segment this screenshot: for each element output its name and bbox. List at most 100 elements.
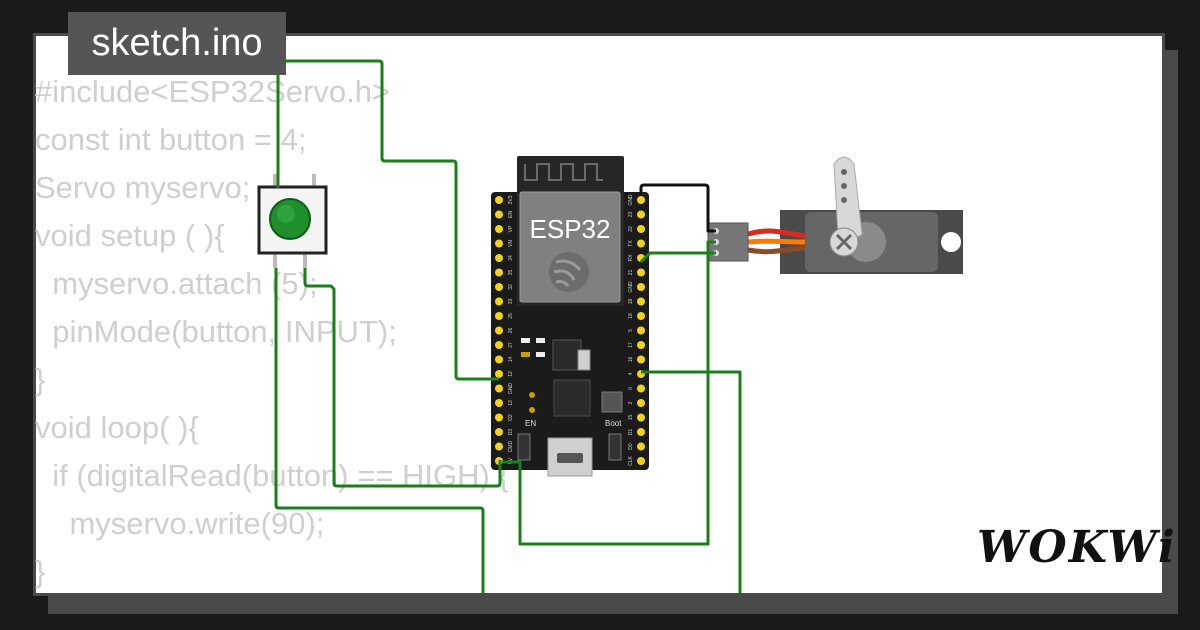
right-pin[interactable] <box>637 268 645 277</box>
right-pin[interactable] <box>637 442 645 451</box>
right-pin-label: 16 <box>628 357 634 363</box>
right-pin[interactable] <box>637 297 645 306</box>
left-pin[interactable] <box>495 355 503 364</box>
servo-horn[interactable] <box>833 156 863 240</box>
right-pin[interactable] <box>637 239 645 248</box>
code-line: Servo myservo; <box>35 170 251 205</box>
code-line: if (digitalRead(button) == HIGH) { <box>35 458 509 493</box>
espressif-logo-icon <box>549 252 589 292</box>
code-preview: #include<ESP32Servo.h>const int button =… <box>35 68 509 596</box>
wire-gnd[interactable] <box>639 183 716 233</box>
left-pin-label: VN <box>508 240 514 247</box>
right-pin-label: 15 <box>628 415 634 421</box>
module-label: ESP32 <box>530 214 611 244</box>
left-pin-label: 13 <box>508 400 514 406</box>
right-pin[interactable] <box>637 341 645 349</box>
left-pin[interactable] <box>495 384 503 393</box>
module-shield <box>519 191 621 303</box>
left-pin[interactable] <box>495 326 503 335</box>
code-line: } <box>35 362 46 397</box>
right-pin[interactable] <box>637 326 645 335</box>
antenna-trace <box>524 163 603 181</box>
left-pin-label: 25 <box>508 313 514 319</box>
left-pin-label: 12 <box>508 371 514 377</box>
left-pin-label: VP <box>508 225 514 232</box>
boot-label: Boot <box>605 419 622 428</box>
wire-button-gpio[interactable] <box>303 268 502 488</box>
left-pin[interactable] <box>495 268 503 277</box>
left-pin[interactable] <box>495 225 503 233</box>
left-pin[interactable] <box>495 196 503 204</box>
code-line: void setup ( ){ <box>35 218 225 253</box>
right-pin[interactable] <box>637 413 645 422</box>
left-pin-label: CMD <box>508 440 514 452</box>
left-pin[interactable] <box>495 442 503 451</box>
right-pin-label: RX <box>628 254 634 262</box>
right-pin-label: GND <box>628 281 634 293</box>
left-pin[interactable] <box>495 341 503 349</box>
wire-button-pulldown[interactable] <box>274 268 485 600</box>
left-pin[interactable] <box>495 370 503 378</box>
left-pin-label: GND <box>508 383 514 395</box>
right-pin[interactable] <box>637 457 645 465</box>
wire-signal[interactable] <box>639 251 716 264</box>
en-label: EN <box>525 419 536 428</box>
code-line: pinMode(button, INPUT); <box>35 314 397 349</box>
right-pin[interactable] <box>637 225 645 233</box>
code-line: myservo.attach (5); <box>35 266 318 301</box>
right-pin-label: 17 <box>628 342 634 348</box>
right-pin[interactable] <box>637 196 645 204</box>
left-pin-label: 32 <box>508 284 514 290</box>
right-pin-label: 4 <box>628 372 634 375</box>
code-line: const int button = 4; <box>35 122 307 157</box>
wire-5v[interactable] <box>502 240 716 546</box>
right-pin-label: 2 <box>628 401 634 404</box>
right-pin[interactable] <box>637 355 645 364</box>
code-line: } <box>35 554 46 589</box>
right-pin-label: 22 <box>628 226 634 232</box>
wokwi-logo: WOKWi <box>977 522 1177 573</box>
right-pin-label: 0 <box>628 387 634 390</box>
left-pin-label: EN <box>508 211 514 218</box>
usb-chip <box>553 379 591 417</box>
right-pin-label: 21 <box>628 270 634 276</box>
esp32-board[interactable]: ESP32 3V3ENVPVN343532332526271412GND13D2… <box>491 156 649 477</box>
right-pin-label: CLK <box>628 455 634 465</box>
right-pin-label: 23 <box>628 212 634 218</box>
boot-button[interactable] <box>608 433 622 461</box>
code-line: myservo.write(90); <box>35 506 325 541</box>
left-pin-label: 35 <box>508 270 514 276</box>
right-pin-label: D0 <box>628 443 634 450</box>
left-pin[interactable] <box>495 413 503 422</box>
left-pin[interactable] <box>495 254 503 262</box>
right-pin-label: 19 <box>628 299 634 305</box>
servo-motor[interactable] <box>707 156 963 274</box>
file-tab-sketch[interactable]: sketch.ino <box>68 12 286 75</box>
close-icon <box>835 233 853 251</box>
en-button[interactable] <box>517 433 531 461</box>
wire-gpio4[interactable] <box>641 370 742 600</box>
right-pin[interactable] <box>637 210 645 219</box>
right-pin[interactable] <box>637 384 645 393</box>
left-pin[interactable] <box>495 283 503 291</box>
left-pin[interactable] <box>495 239 503 248</box>
right-pin[interactable] <box>637 283 645 291</box>
left-pin[interactable] <box>495 428 503 436</box>
pushbutton[interactable] <box>257 174 328 268</box>
left-pin[interactable] <box>495 210 503 219</box>
right-pin[interactable] <box>637 428 645 436</box>
right-pin-label: D1 <box>628 429 634 436</box>
right-pin[interactable] <box>637 399 645 407</box>
left-pin-label: 27 <box>508 342 514 348</box>
left-pin-label: 26 <box>508 328 514 334</box>
right-pin-label: 5 <box>628 329 634 332</box>
left-pin[interactable] <box>495 297 503 306</box>
right-pin-label: 18 <box>628 313 634 319</box>
right-pin-label: TX <box>628 240 634 247</box>
left-pin[interactable] <box>495 399 503 407</box>
left-pin-label: 33 <box>508 299 514 305</box>
left-pin[interactable] <box>495 312 503 320</box>
right-pin[interactable] <box>637 312 645 320</box>
